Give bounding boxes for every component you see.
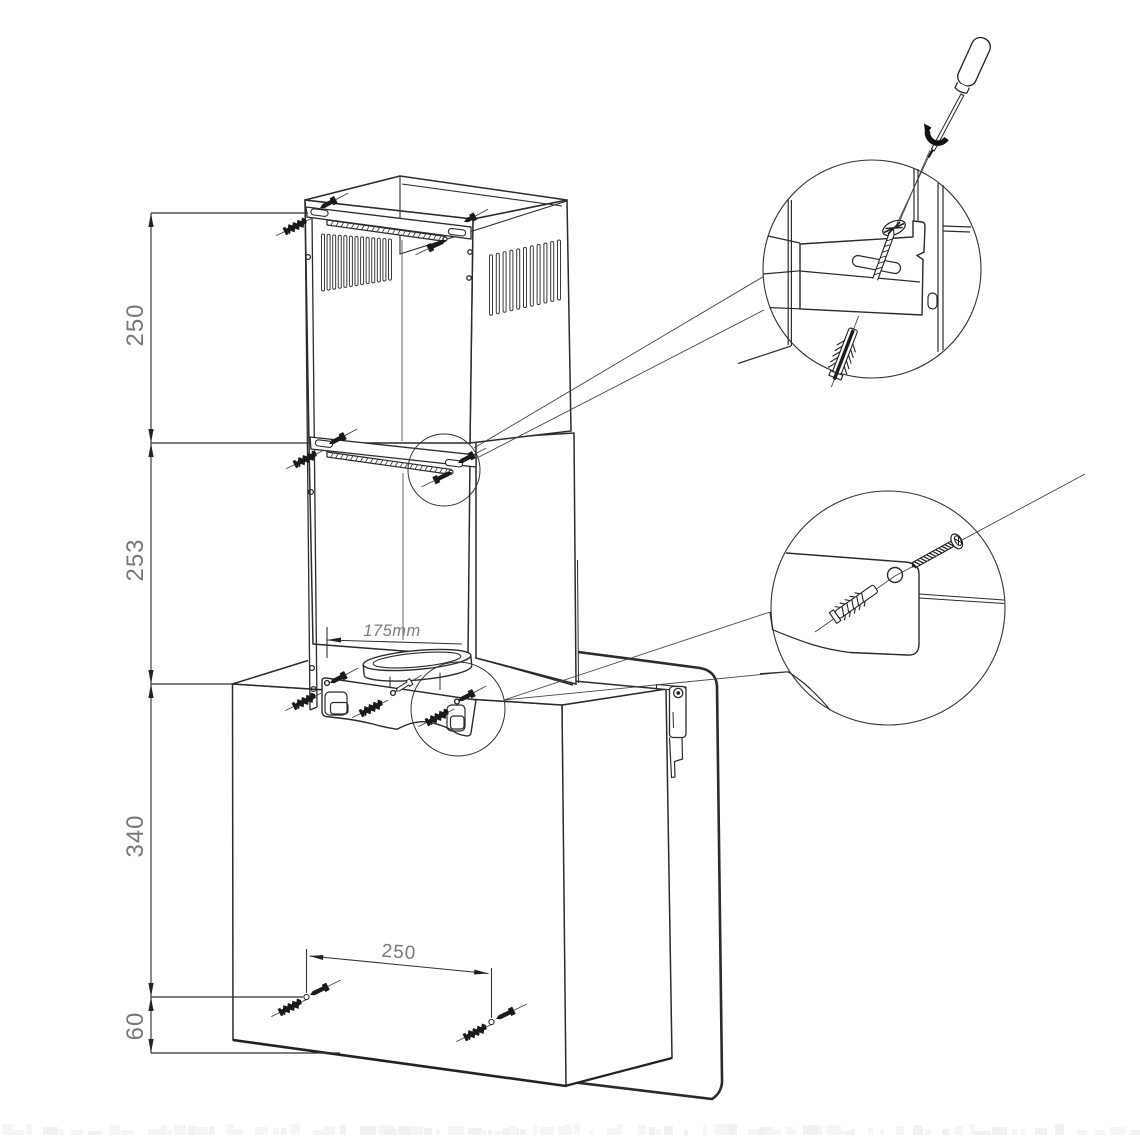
- svg-text:175mm: 175mm: [363, 622, 421, 640]
- svg-text:60: 60: [122, 1012, 149, 1041]
- svg-text:250: 250: [122, 303, 149, 346]
- svg-text:253: 253: [122, 538, 149, 581]
- svg-text:250: 250: [381, 941, 417, 965]
- svg-text:340: 340: [122, 814, 149, 857]
